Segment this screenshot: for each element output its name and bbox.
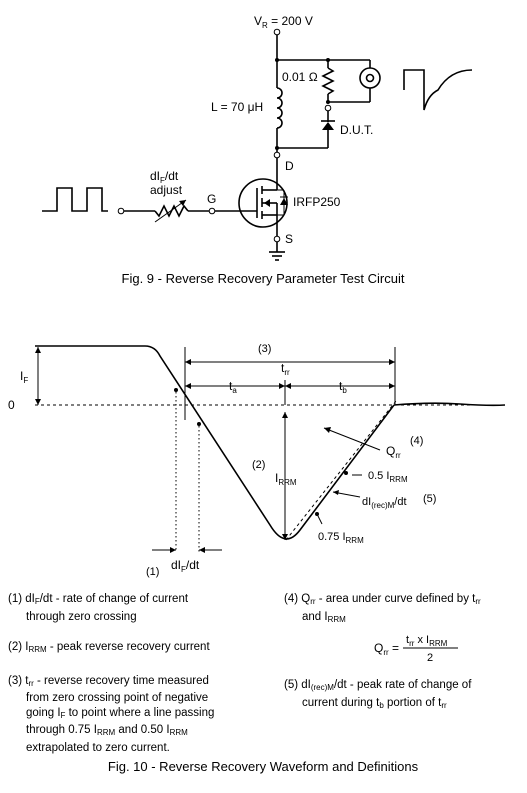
dut-diode-symbol bbox=[322, 122, 334, 130]
fig10-caption: Fig. 10 - Reverse Recovery Waveform and … bbox=[108, 759, 419, 774]
gate-pulse-waveform bbox=[42, 187, 108, 212]
gate-variable-resistor bbox=[154, 204, 189, 218]
svg-text:Qrr =: Qrr = bbox=[374, 641, 399, 657]
tb-label: tb bbox=[339, 379, 347, 395]
definition-4: (4) Qrr - area under curve defined by tr… bbox=[284, 593, 481, 606]
qrr-equation: Qrr = trr x IRRM 2 bbox=[374, 634, 458, 664]
fig9-caption: Fig. 9 - Reverse Recovery Parameter Test… bbox=[122, 271, 405, 286]
qrr-number: (4) bbox=[410, 435, 423, 447]
vr-terminal bbox=[273, 28, 281, 36]
recovery-waveform: 0 IF (3) trr ta tb (2) IRRM bbox=[8, 343, 506, 578]
drain-label: D bbox=[285, 159, 294, 173]
dut-label: D.U.T. bbox=[340, 123, 373, 137]
ta-label: ta bbox=[229, 379, 237, 395]
svg-text:trr x IRRM: trr x IRRM bbox=[406, 634, 448, 648]
definition-5: (5) dI(rec)M/dt - peak rate of change of… bbox=[284, 679, 472, 710]
gate-label: G bbox=[207, 192, 216, 206]
vr-label: VR = 200 V bbox=[254, 14, 313, 30]
q75-irrm-label: 0.75 IRRM bbox=[318, 531, 364, 545]
irrm-number: (2) bbox=[252, 459, 265, 471]
didt-rec-label: dI(rec)M/dt bbox=[362, 496, 407, 510]
adjust-label-line1: dIF/dt bbox=[150, 169, 179, 185]
qrr-label: Qrr bbox=[386, 444, 401, 460]
current-probe-symbol bbox=[359, 67, 381, 89]
source-terminal bbox=[273, 235, 281, 243]
trr-label: trr bbox=[281, 361, 290, 377]
mosfet-symbol bbox=[238, 178, 288, 228]
drain-terminal bbox=[273, 151, 281, 159]
current-curve bbox=[35, 345, 395, 540]
shunt-resistor-label: 0.01 Ω bbox=[282, 70, 318, 84]
didt-number: (1) bbox=[146, 566, 159, 578]
definitions-left: (1) dIF/dt - rate of change of current t… bbox=[8, 592, 268, 755]
shunt-resistor-symbol bbox=[321, 67, 335, 95]
mosfet-label: IRFP250 bbox=[293, 195, 341, 209]
output-waveform bbox=[403, 69, 473, 111]
didt-label: dIF/dt bbox=[171, 558, 200, 574]
input-terminal bbox=[117, 207, 125, 215]
adjust-label-line2: adjust bbox=[150, 183, 183, 197]
zero-label: 0 bbox=[8, 398, 15, 412]
if-label: IF bbox=[20, 369, 28, 385]
half-irrm-label: 0.5 IRRM bbox=[368, 470, 408, 484]
didt-rec-number: (5) bbox=[423, 493, 436, 505]
definition-1: (1) dIF/dt - rate of change of current bbox=[8, 593, 189, 606]
irrm-label: IRRM bbox=[275, 471, 297, 487]
inductor-symbol bbox=[276, 87, 283, 129]
test-circuit: VR = 200 V L = 70 μH 0.01 Ω D.U.T. bbox=[42, 14, 473, 261]
definitions-right: (4) Qrr - area under curve defined by tr… bbox=[284, 592, 524, 627]
qrr-arrow bbox=[323, 427, 381, 451]
gate-terminal bbox=[208, 207, 216, 215]
trr-number: (3) bbox=[258, 343, 271, 355]
inductor-label: L = 70 μH bbox=[211, 100, 263, 114]
source-label: S bbox=[285, 232, 293, 246]
svg-text:2: 2 bbox=[427, 652, 433, 664]
definition-2: (2) IRRM - peak reverse recovery current bbox=[8, 641, 210, 654]
definition-3: (3) trr - reverse recovery time measured bbox=[8, 674, 209, 688]
